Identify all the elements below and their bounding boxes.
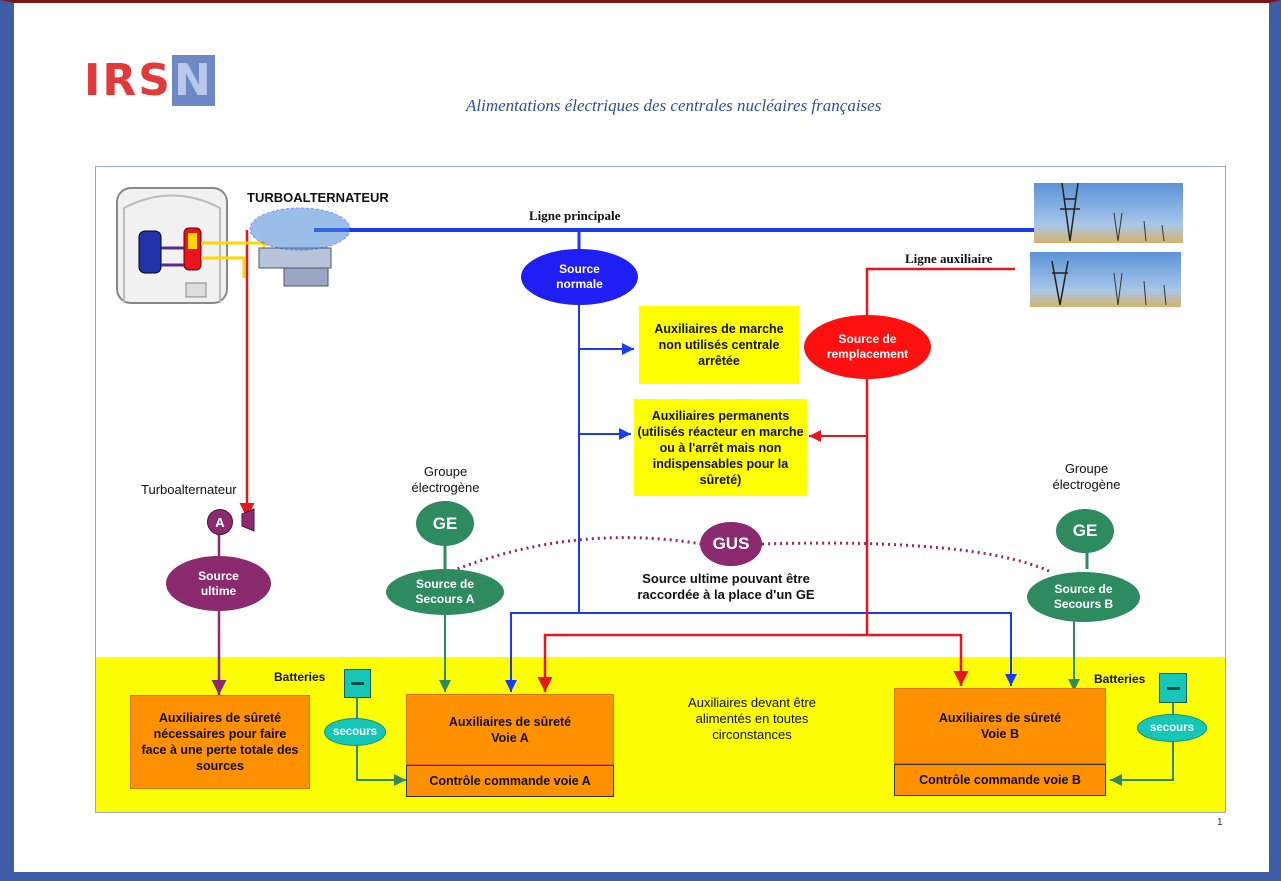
battery-b-icon — [1159, 673, 1187, 703]
groupe-electrogene-a-label: Groupe électrogène — [411, 464, 480, 495]
aux-line — [865, 267, 1015, 315]
pylon-photos — [1030, 182, 1183, 307]
ligne-auxiliaire-label: Ligne auxiliaire — [905, 251, 993, 266]
battery-b-to-cc — [1110, 741, 1174, 786]
connection-lines — [211, 228, 1174, 786]
reactor-building-illustration — [116, 187, 351, 304]
page-number: 1 — [1217, 817, 1223, 828]
source-remplacement: Source de remplacement — [804, 315, 931, 379]
controle-commande-voie-b: Contrôle commande voie B — [894, 764, 1106, 796]
turbine-icon — [241, 508, 255, 532]
batteries-b-label: Batteries — [1094, 672, 1146, 686]
source-secours-a: Source de Secours A — [386, 569, 504, 615]
batteries-a-label: Batteries — [274, 670, 326, 684]
ligne-principale-label: Ligne principale — [529, 208, 621, 223]
irsn-logo: IRSN — [84, 55, 215, 106]
battery-a-icon — [344, 669, 371, 698]
groupe-electrogene-b-label: Groupe électrogène — [1052, 461, 1121, 492]
slide-title: Alimentations électriques des centrales … — [466, 96, 882, 115]
aux-marche-box: Auxiliaires de marche non utilisés centr… — [639, 306, 799, 384]
ge-b-circle: GE — [1056, 509, 1114, 553]
gus-circle: GUS — [700, 522, 762, 566]
turboalternateur-left-label: Turboalternateur — [141, 482, 237, 497]
controle-commande-voie-a: Contrôle commande voie A — [406, 765, 614, 797]
turboalternateur-top-label: TURBOALTERNATEUR — [247, 190, 389, 205]
remplacement-trunk — [865, 379, 969, 686]
secours-b-pill: secours — [1137, 714, 1207, 742]
secours-a-pill: secours — [324, 718, 386, 746]
aux-permanents-box: Auxiliaires permanents (utilisés réacteu… — [634, 399, 807, 496]
alternateur-a-circle: A — [207, 509, 233, 535]
gus-dotted — [451, 536, 703, 573]
aux-surete-totale-box: Auxiliaires de sûreté nécessaires pour f… — [130, 695, 310, 789]
gus-note: Source ultime pouvant être raccordée à l… — [637, 571, 815, 602]
remplacement-to-voie-a — [537, 633, 867, 692]
aux-surete-voie-a-box: Auxiliaires de sûreté Voie A — [406, 694, 614, 765]
source-secours-b: Source de Secours B — [1027, 572, 1140, 622]
normal-to-voie-a — [505, 612, 579, 692]
aux-surete-voie-b-box: Auxiliaires de sûreté Voie B — [894, 688, 1106, 764]
aux-circonstances-note: Auxiliaires devant être alimentés en tou… — [688, 695, 816, 742]
source-ultime: Source ultime — [166, 556, 271, 611]
normal-trunk — [578, 303, 1017, 686]
ge-a-circle: GE — [416, 501, 474, 546]
source-normale: Source normale — [521, 249, 638, 305]
battery-a-to-cc — [356, 745, 406, 786]
